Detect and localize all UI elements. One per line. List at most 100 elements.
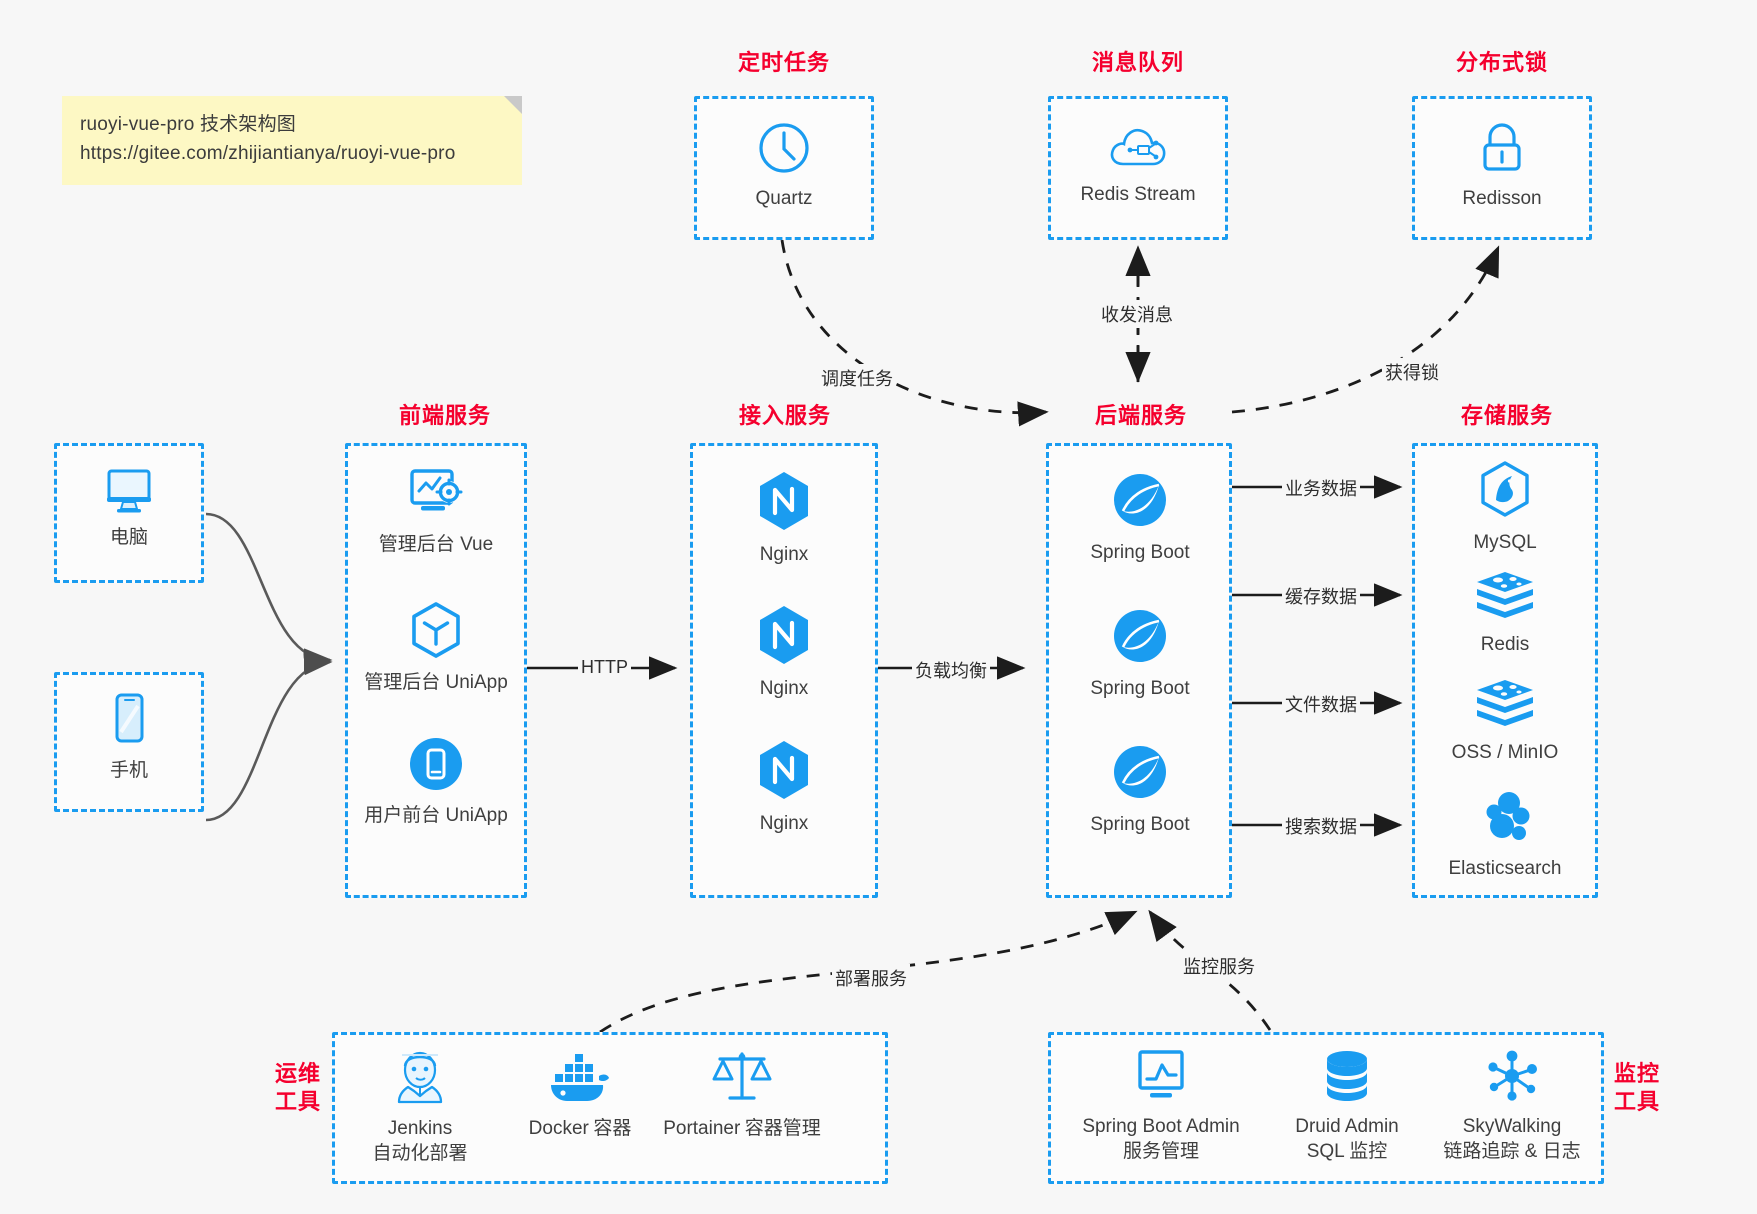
- node-nginx-3[interactable]: Nginx: [704, 739, 864, 837]
- node-label: SkyWalking: [1462, 1116, 1562, 1137]
- node-sublabel: 链路追踪 & 日志: [1443, 1140, 1581, 1162]
- node-spring-boot-3[interactable]: Spring Boot: [1060, 742, 1220, 838]
- node-sublabel: 容器管理: [744, 1118, 821, 1139]
- node-docker[interactable]: Docker 容器: [500, 1048, 660, 1142]
- edge-label-load-balance: 负载均衡: [912, 656, 990, 684]
- node-label: Redis: [1480, 634, 1530, 655]
- group-title-devops-line2: 工具: [274, 1088, 321, 1114]
- node-nginx-1[interactable]: Nginx: [704, 470, 864, 568]
- group-title-storage: 存储服务: [1460, 403, 1553, 428]
- nginx-icon: [704, 604, 864, 671]
- druid-db-icon: [1267, 1048, 1427, 1109]
- node-redis-stream[interactable]: Redis Stream: [1058, 122, 1218, 208]
- group-title-lock: 分布式锁: [1455, 50, 1548, 75]
- node-label: 管理后台 Vue: [378, 534, 494, 555]
- node-nginx-2[interactable]: Nginx: [704, 604, 864, 702]
- node-label: Spring Boot: [1090, 542, 1190, 563]
- node-label: Nginx: [759, 813, 809, 834]
- node-label: 用户前台 UniApp: [364, 805, 508, 826]
- group-title-frontend: 前端服务: [398, 403, 491, 428]
- cloud-stream-icon: [1058, 122, 1218, 177]
- group-title-monitor: 监控 工具: [1614, 1060, 1704, 1115]
- nginx-icon: [704, 739, 864, 806]
- node-sublabel: 自动化部署: [372, 1142, 468, 1164]
- node-elasticsearch[interactable]: Elasticsearch: [1425, 790, 1585, 882]
- lock-icon: [1422, 118, 1582, 181]
- node-spring-boot-admin[interactable]: Spring Boot Admin 服务管理: [1068, 1048, 1254, 1164]
- node-admin-uniapp[interactable]: 管理后台 UniApp: [356, 600, 516, 696]
- node-oss-minio[interactable]: OSS / MinIO: [1425, 678, 1585, 766]
- edge-label-monitor-service: 监控服务: [1180, 952, 1258, 980]
- admin-dashboard-icon: [356, 466, 516, 527]
- note-line-url: https://gitee.com/zhijiantianya/ruoyi-vu…: [80, 143, 456, 165]
- node-sublabel: 容器: [593, 1118, 632, 1139]
- group-title-monitor-line1: 监控: [1614, 1061, 1661, 1086]
- oss-minio-icon: [1425, 678, 1585, 735]
- node-phone[interactable]: 手机: [49, 692, 209, 784]
- group-title-gateway: 接入服务: [738, 403, 831, 428]
- phone-icon: [49, 692, 209, 753]
- node-quartz[interactable]: Quartz: [704, 120, 864, 212]
- node-label: 电脑: [109, 527, 148, 548]
- mysql-icon: [1425, 460, 1585, 525]
- node-label: Druid Admin: [1295, 1116, 1399, 1137]
- spring-boot-icon: [1060, 470, 1220, 535]
- node-skywalking[interactable]: SkyWalking 链路追踪 & 日志: [1422, 1048, 1602, 1164]
- node-label: Portainer: [663, 1118, 741, 1139]
- node-label: Redisson: [1462, 188, 1542, 209]
- node-label: Spring Boot: [1090, 678, 1190, 699]
- spring-boot-icon: [1060, 606, 1220, 671]
- node-label: 管理后台 UniApp: [364, 672, 508, 693]
- clock-icon: [704, 120, 864, 181]
- edge-label-cache-data: 缓存数据: [1282, 582, 1360, 610]
- edge-label-schedule-task: 调度任务: [818, 364, 896, 392]
- jenkins-icon: [340, 1048, 500, 1111]
- node-label: Spring Boot Admin: [1082, 1116, 1240, 1137]
- elasticsearch-icon: [1425, 790, 1585, 851]
- spring-boot-icon: [1060, 742, 1220, 807]
- edge-label-acquire-lock: 获得锁: [1382, 358, 1442, 386]
- group-title-devops-line1: 运维: [274, 1061, 321, 1086]
- group-title-backend: 后端服务: [1094, 403, 1187, 428]
- node-druid-admin[interactable]: Druid Admin SQL 监控: [1267, 1048, 1427, 1164]
- group-box-mq: [1048, 96, 1228, 240]
- node-jenkins[interactable]: Jenkins 自动化部署: [340, 1048, 500, 1166]
- mobile-app-icon: [356, 735, 516, 798]
- group-title-devops: 运维 工具: [258, 1060, 338, 1115]
- group-title-monitor-line2: 工具: [1614, 1088, 1661, 1114]
- node-redisson[interactable]: Redisson: [1422, 118, 1582, 212]
- spring-boot-admin-icon: [1068, 1048, 1254, 1109]
- node-redis[interactable]: Redis: [1425, 570, 1585, 658]
- node-user-uniapp[interactable]: 用户前台 UniApp: [356, 735, 516, 829]
- node-label: Quartz: [755, 188, 813, 209]
- diagram-note: ruoyi-vue-pro 技术架构图 https://gitee.com/zh…: [62, 96, 522, 185]
- note-line-title: ruoyi-vue-pro 技术架构图: [80, 114, 297, 135]
- node-label: Jenkins: [387, 1118, 453, 1139]
- node-sublabel: 服务管理: [1122, 1140, 1199, 1162]
- note-fold-corner: [504, 96, 522, 114]
- node-spring-boot-2[interactable]: Spring Boot: [1060, 606, 1220, 702]
- node-label: Spring Boot: [1090, 814, 1190, 835]
- nginx-icon: [704, 470, 864, 537]
- group-box-frontend: [345, 443, 527, 898]
- edge-label-search-data: 搜索数据: [1282, 812, 1360, 840]
- edge-label-mq-message: 收发消息: [1098, 300, 1176, 328]
- group-title-mq: 消息队列: [1091, 50, 1184, 75]
- node-label: Nginx: [759, 544, 809, 565]
- node-portainer[interactable]: Portainer 容器管理: [662, 1046, 822, 1142]
- edge-label-file-data: 文件数据: [1282, 690, 1360, 718]
- node-spring-boot-1[interactable]: Spring Boot: [1060, 470, 1220, 566]
- node-label: 手机: [109, 760, 148, 781]
- edge-label-http: HTTP: [578, 656, 631, 679]
- portainer-icon: [662, 1046, 822, 1111]
- group-box-scheduler: [694, 96, 874, 240]
- group-title-scheduler: 定时任务: [737, 50, 830, 75]
- node-desktop[interactable]: 电脑: [49, 465, 209, 551]
- node-label: Redis Stream: [1080, 184, 1196, 205]
- node-label: Elasticsearch: [1448, 858, 1562, 879]
- node-mysql[interactable]: MySQL: [1425, 460, 1585, 556]
- redis-icon: [1425, 570, 1585, 627]
- uniapp-icon: [356, 600, 516, 665]
- node-admin-vue[interactable]: 管理后台 Vue: [356, 466, 516, 558]
